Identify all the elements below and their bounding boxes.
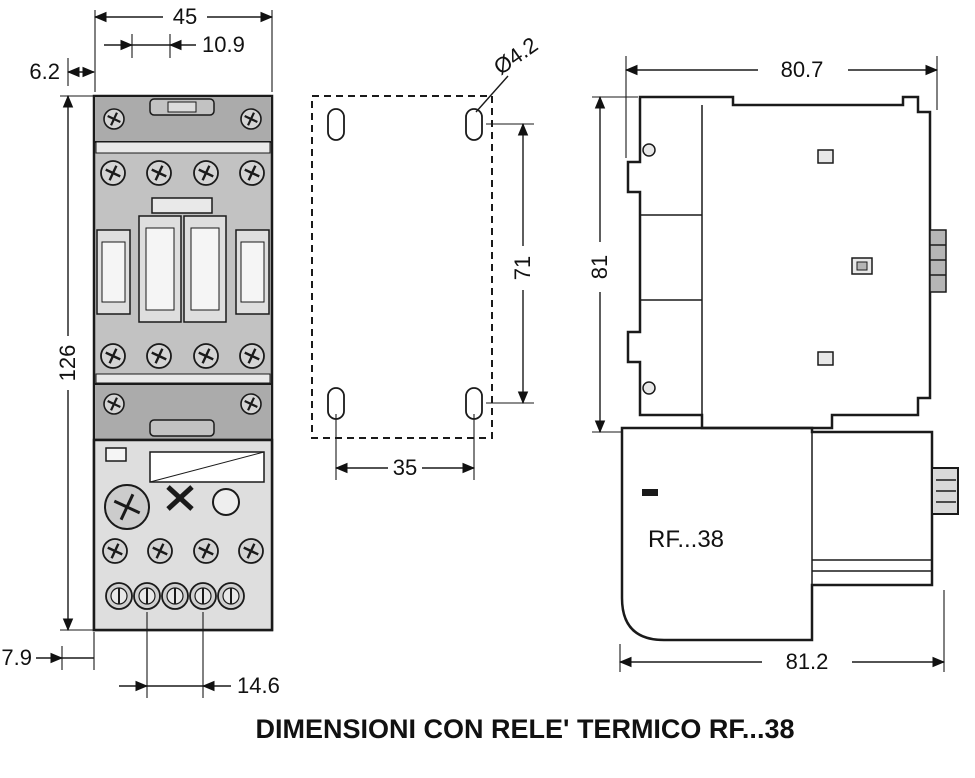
relay-screw <box>192 537 220 565</box>
front-view-drawing <box>92 94 274 632</box>
relay-terminal <box>217 582 245 610</box>
test-selector <box>166 485 194 511</box>
side-slot-inner <box>856 261 868 271</box>
pole-screw <box>192 159 220 187</box>
contact-window <box>240 241 265 303</box>
dim-80-7-label: 80.7 <box>781 57 824 82</box>
relay-terminal <box>105 582 133 610</box>
top-screw-right <box>239 107 263 131</box>
side-view-drawing: RF...38 <box>620 95 959 642</box>
bottom-strip-screw <box>239 392 263 416</box>
pole-screw <box>145 159 173 187</box>
side-hole <box>642 381 656 395</box>
dial-cross <box>113 493 141 521</box>
drilling-plan-drawing: Ø4.2 71 35 <box>311 32 542 480</box>
mounting-outline <box>311 95 493 439</box>
relay-terminal <box>189 582 217 610</box>
top-tab-detail <box>167 101 197 113</box>
dim-81-2-label: 81.2 <box>786 649 829 674</box>
relay-screw <box>146 537 174 565</box>
dim-hole-diameter-label: Ø4.2 <box>489 32 542 80</box>
pole-screw <box>145 342 173 370</box>
side-connector <box>929 229 947 293</box>
side-slot <box>817 351 834 366</box>
drawing-caption: DIMENSIONI CON RELE' TERMICO RF...38 <box>256 714 795 744</box>
dim-45-label: 45 <box>173 4 197 29</box>
label-band <box>95 141 271 154</box>
front-view-dimensions: 45 10.9 6.2 126 7.9 14.6 <box>1 4 280 698</box>
dim-35-label: 35 <box>393 455 417 480</box>
mounting-slot <box>465 108 483 141</box>
relay-type-label: RF...38 <box>648 526 724 553</box>
dim-126-label: 126 <box>55 345 80 382</box>
mounting-slot <box>327 108 345 141</box>
dim-6-2-label: 6.2 <box>29 59 60 84</box>
label-band <box>95 373 271 384</box>
side-hole <box>642 143 656 157</box>
contactor-side-body <box>626 95 932 430</box>
pole-screw <box>238 342 266 370</box>
relay-label-line <box>149 451 265 483</box>
center-detail <box>151 197 213 214</box>
reset-button <box>212 488 240 516</box>
dim-14-6-label: 14.6 <box>237 673 280 698</box>
thermal-relay-side-body <box>620 426 934 642</box>
bottom-mounting-tab <box>149 419 215 437</box>
contact-window <box>145 227 175 311</box>
relay-window <box>105 447 127 462</box>
dim-10-9-label: 10.9 <box>202 32 245 57</box>
relay-screw <box>101 537 129 565</box>
hole-leader-line <box>475 75 509 113</box>
relay-terminal <box>161 582 189 610</box>
contact-window <box>190 227 220 311</box>
pole-screw <box>238 159 266 187</box>
relay-terminal <box>133 582 161 610</box>
contact-window <box>101 241 126 303</box>
dim-81-label: 81 <box>587 255 612 279</box>
dim-71-label: 71 <box>510 256 535 280</box>
side-view-dimensions: 80.7 81 81.2 <box>587 56 946 674</box>
pole-screw <box>99 342 127 370</box>
relay-screw <box>237 537 265 565</box>
pole-screw <box>99 159 127 187</box>
relay-marker <box>642 489 658 496</box>
pole-screw <box>192 342 220 370</box>
dim-7-9-label: 7.9 <box>1 645 32 670</box>
side-slot <box>817 149 834 164</box>
bottom-strip-screw <box>102 392 126 416</box>
top-screw-left <box>102 107 126 131</box>
